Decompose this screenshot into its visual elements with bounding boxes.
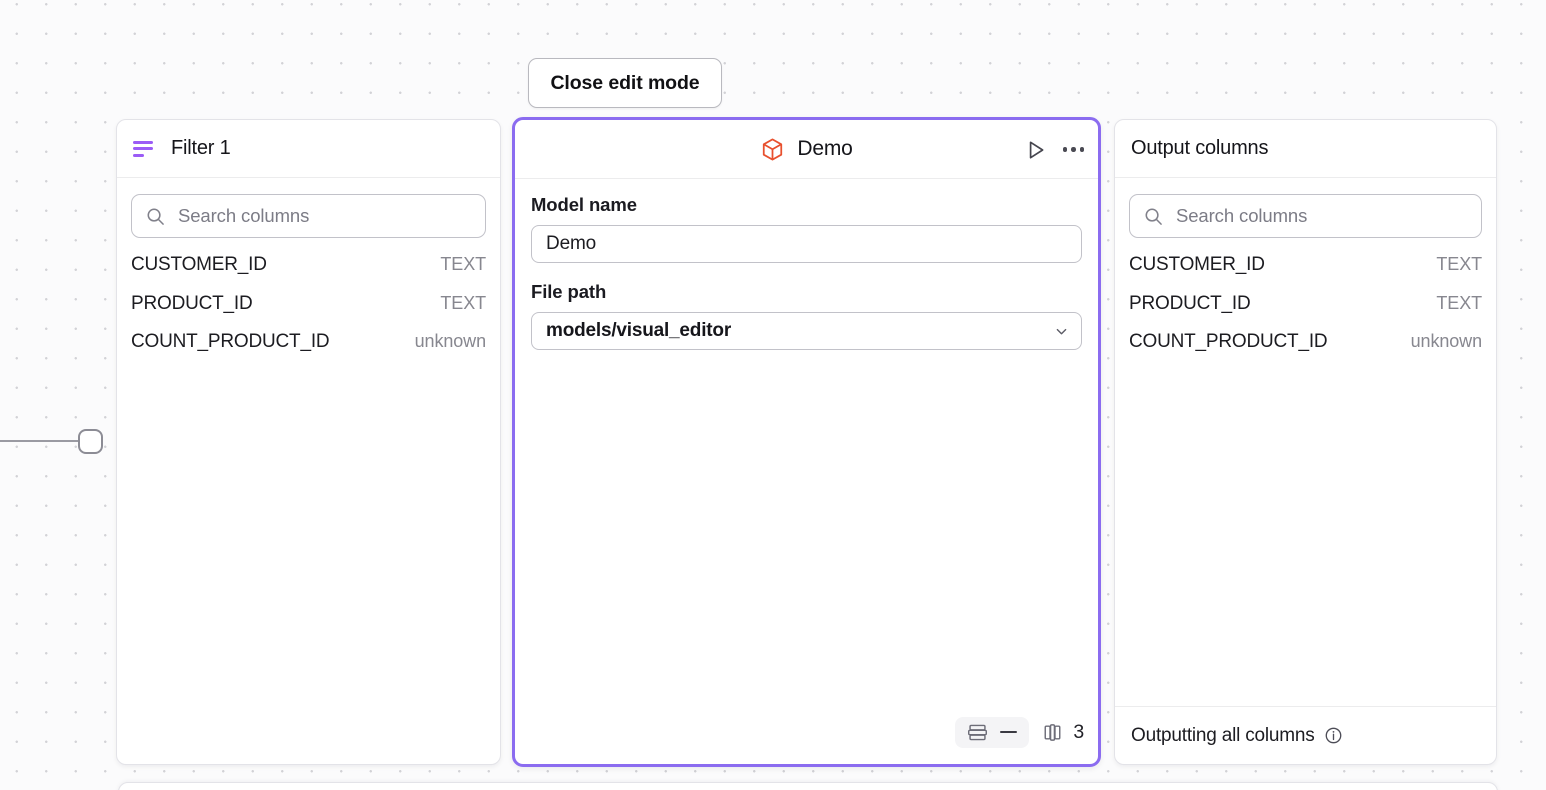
run-model-button[interactable] bbox=[1025, 139, 1047, 161]
column-type: TEXT bbox=[1436, 292, 1482, 313]
column-name: COUNT_PRODUCT_ID bbox=[131, 331, 330, 352]
filter-column-list: CUSTOMER_ID TEXT PRODUCT_ID TEXT COUNT_P… bbox=[117, 238, 500, 370]
output-column-list: CUSTOMER_ID TEXT PRODUCT_ID TEXT COUNT_P… bbox=[1115, 238, 1496, 370]
bottom-node[interactable] bbox=[118, 782, 1498, 790]
model-more-button[interactable] bbox=[1062, 140, 1084, 160]
model-footer: — 3 bbox=[515, 708, 1098, 764]
column-name: COUNT_PRODUCT_ID bbox=[1129, 331, 1328, 352]
output-footer: Outputting all columns bbox=[1115, 706, 1496, 764]
list-item[interactable]: CUSTOMER_ID TEXT bbox=[1129, 254, 1482, 293]
filter-node[interactable]: Filter 1 Search columns CUSTOMER_ID TEXT… bbox=[116, 119, 501, 765]
filter-icon bbox=[133, 138, 155, 160]
file-path-value: models/visual_editor bbox=[546, 320, 732, 341]
output-footer-text: Outputting all columns bbox=[1131, 724, 1315, 746]
output-panel-header: Output columns bbox=[1115, 120, 1496, 178]
model-node[interactable]: Demo Model name File path m bbox=[512, 117, 1101, 767]
column-count-group[interactable]: 3 bbox=[1042, 721, 1084, 744]
file-path-select[interactable]: models/visual_editor bbox=[531, 312, 1082, 350]
model-name-input[interactable] bbox=[531, 225, 1082, 263]
model-panel-header: Demo bbox=[515, 120, 1098, 179]
flow-edge bbox=[0, 440, 82, 442]
list-item[interactable]: COUNT_PRODUCT_ID unknown bbox=[131, 331, 486, 370]
column-name: PRODUCT_ID bbox=[131, 292, 253, 314]
column-type: unknown bbox=[1410, 331, 1482, 351]
rows-icon bbox=[968, 724, 988, 740]
filter-search-wrap: Search columns bbox=[117, 178, 500, 238]
close-edit-mode-button[interactable]: Close edit mode bbox=[528, 58, 722, 108]
more-horizontal-icon bbox=[1062, 140, 1084, 160]
info-icon[interactable] bbox=[1324, 726, 1343, 745]
row-count-group[interactable]: — bbox=[955, 716, 1030, 748]
list-item[interactable]: PRODUCT_ID TEXT bbox=[131, 293, 486, 332]
cube-icon bbox=[763, 138, 783, 160]
model-form: Model name File path models/visual_edito… bbox=[515, 179, 1098, 708]
column-name: CUSTOMER_ID bbox=[1129, 254, 1265, 275]
column-type: TEXT bbox=[440, 292, 486, 313]
model-header-actions bbox=[1025, 120, 1084, 179]
column-type: TEXT bbox=[440, 254, 486, 274]
model-name-label: Model name bbox=[531, 194, 637, 215]
filter-panel-title: Filter 1 bbox=[171, 137, 231, 159]
output-panel-title: Output columns bbox=[1131, 137, 1269, 159]
output-search-input[interactable]: Search columns bbox=[1129, 194, 1482, 238]
list-item[interactable]: PRODUCT_ID TEXT bbox=[1129, 293, 1482, 332]
flow-edge-handle[interactable] bbox=[78, 429, 103, 454]
column-type: TEXT bbox=[1436, 254, 1482, 274]
file-path-label: File path bbox=[531, 281, 607, 302]
model-panel-title: Demo bbox=[797, 137, 853, 160]
output-search-placeholder: Search columns bbox=[1176, 205, 1308, 226]
column-count-value: 3 bbox=[1073, 720, 1084, 743]
output-search-wrap: Search columns bbox=[1115, 178, 1496, 238]
list-item[interactable]: CUSTOMER_ID TEXT bbox=[131, 254, 486, 293]
filter-search-placeholder: Search columns bbox=[178, 205, 310, 226]
list-item[interactable]: COUNT_PRODUCT_ID unknown bbox=[1129, 331, 1482, 370]
search-icon bbox=[1145, 208, 1162, 225]
model-title-group: Demo bbox=[760, 137, 853, 162]
filter-panel-header: Filter 1 bbox=[117, 120, 500, 178]
play-icon bbox=[1029, 140, 1043, 159]
output-columns-node[interactable]: Output columns Search columns CUSTOMER_I… bbox=[1114, 119, 1497, 765]
row-count-value: — bbox=[1000, 730, 1018, 734]
column-type: unknown bbox=[414, 331, 486, 351]
column-name: CUSTOMER_ID bbox=[131, 254, 267, 275]
columns-icon bbox=[1044, 723, 1061, 741]
search-icon bbox=[147, 208, 164, 225]
filter-search-input[interactable]: Search columns bbox=[131, 194, 486, 238]
chevron-down-icon bbox=[1056, 328, 1067, 334]
column-name: PRODUCT_ID bbox=[1129, 292, 1251, 314]
